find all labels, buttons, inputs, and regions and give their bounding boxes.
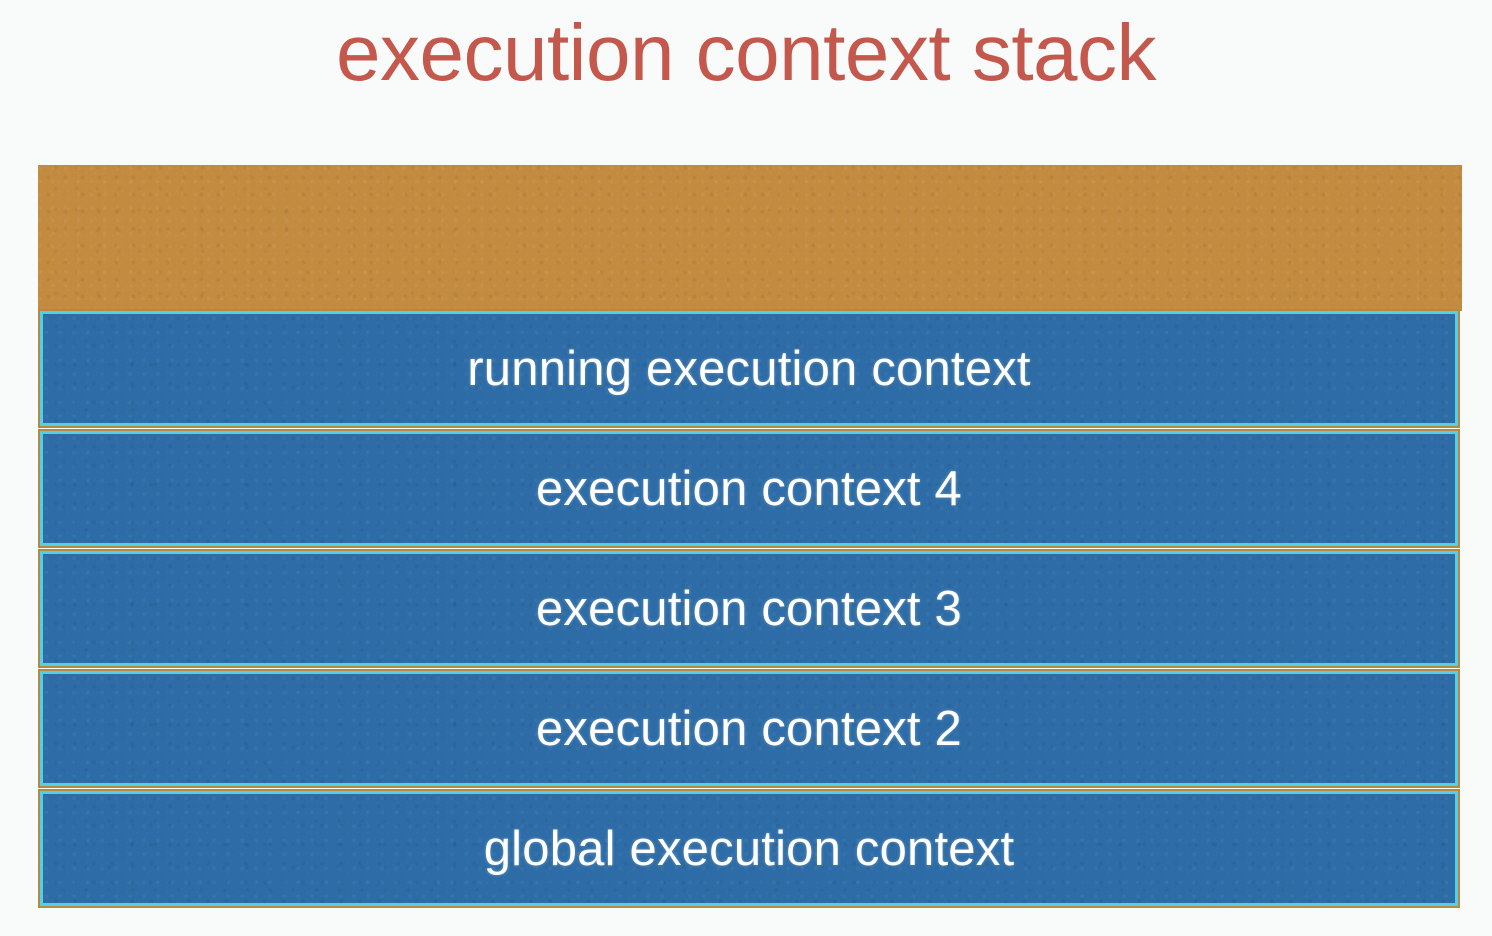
- stack-frame-label: execution context 3: [535, 581, 963, 636]
- execution-context-stack: running execution context execution cont…: [38, 165, 1462, 913]
- stack-frame-3[interactable]: execution context 3: [38, 549, 1460, 668]
- stack-frame-body: running execution context: [40, 311, 1458, 426]
- stack-frame-global[interactable]: global execution context: [38, 789, 1460, 908]
- stack-frame-body: execution context 2: [40, 671, 1458, 786]
- stack-frame-running[interactable]: running execution context: [38, 309, 1460, 428]
- stack-frame-body: execution context 4: [40, 431, 1458, 546]
- stack-frame-label: global execution context: [483, 821, 1015, 876]
- stack-frame-label: execution context 4: [535, 461, 963, 516]
- page-title: execution context stack: [335, 8, 1157, 97]
- stack-frame-body: global execution context: [40, 791, 1458, 906]
- stack-frame-2[interactable]: execution context 2: [38, 669, 1460, 788]
- stack-free-space-block: [38, 165, 1462, 311]
- stack-frame-body: execution context 3: [40, 551, 1458, 666]
- stack-frame-label: execution context 2: [535, 701, 963, 756]
- stack-frame-4[interactable]: execution context 4: [38, 429, 1460, 548]
- stack-frame-label: running execution context: [467, 341, 1031, 396]
